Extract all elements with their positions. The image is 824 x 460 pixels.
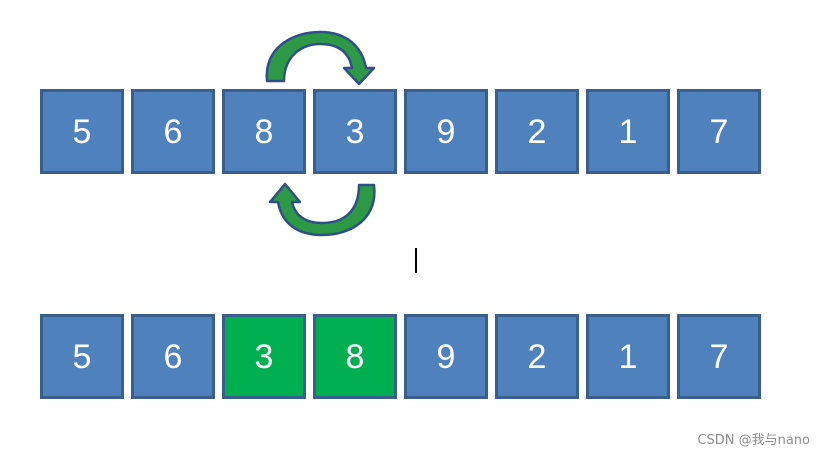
text-cursor [415, 248, 417, 273]
array-cell: 8 [222, 89, 306, 174]
array-cell: 6 [131, 89, 215, 174]
watermark: CSDN @我与nano [697, 433, 810, 448]
array-cell: 1 [586, 89, 670, 174]
array-cell: 9 [404, 89, 488, 174]
array-cell-swapped: 8 [313, 314, 397, 399]
array-cell: 5 [40, 89, 124, 174]
array-cell: 9 [404, 314, 488, 399]
array-cell: 2 [495, 314, 579, 399]
after-array: 5 6 3 8 9 2 1 7 [40, 314, 761, 399]
array-cell: 2 [495, 89, 579, 174]
array-cell: 7 [677, 314, 761, 399]
swap-arrow-top-icon [265, 30, 376, 86]
array-cell: 6 [131, 314, 215, 399]
before-array: 5 6 8 3 9 2 1 7 [40, 89, 761, 174]
array-cell: 1 [586, 314, 670, 399]
array-cell: 3 [313, 89, 397, 174]
swap-arrow-bottom-icon [268, 182, 376, 237]
array-cell-swapped: 3 [222, 314, 306, 399]
array-cell: 7 [677, 89, 761, 174]
array-cell: 5 [40, 314, 124, 399]
